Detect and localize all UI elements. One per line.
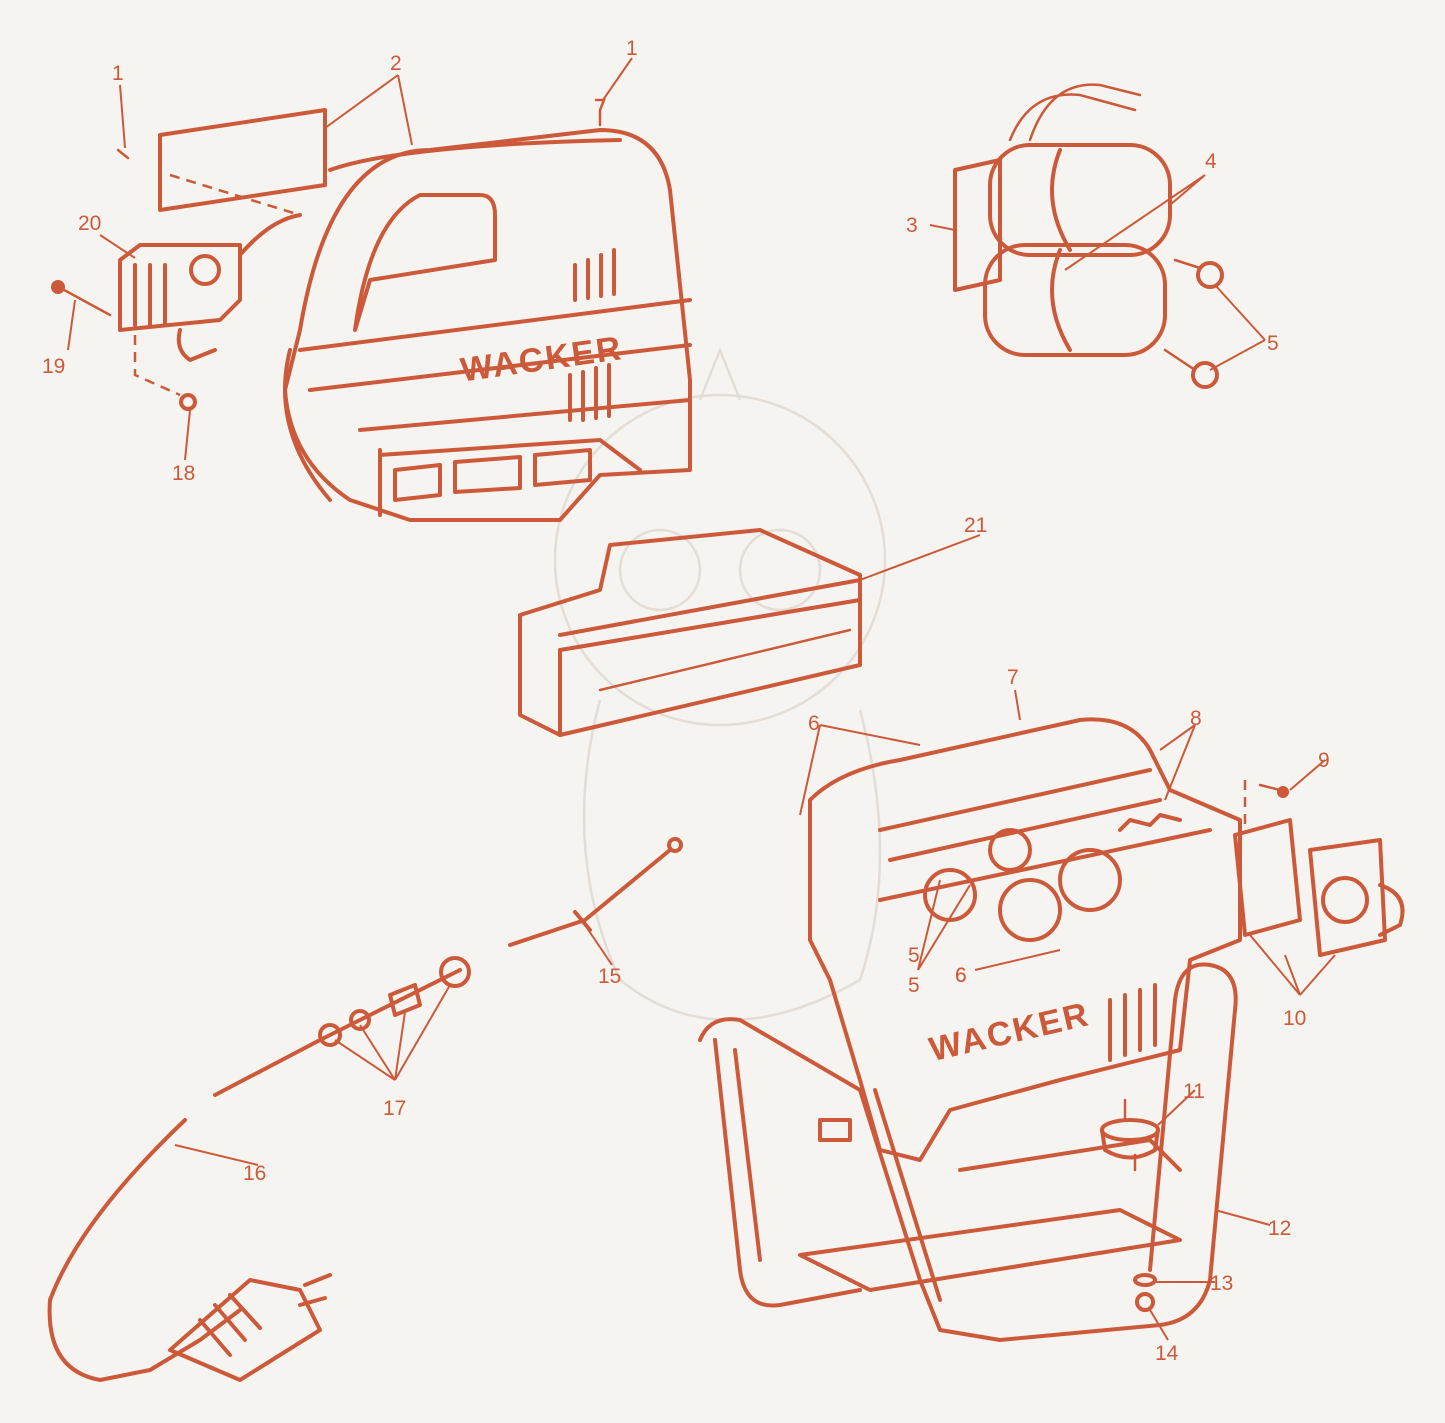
rubber-mount (1100, 1098, 1160, 1312)
tubular-frame (698, 962, 1238, 1342)
callout-9: 9 (1318, 749, 1330, 772)
callout-20: 20 (78, 212, 101, 235)
callout-5-body-upper: 5 (908, 944, 920, 967)
callout-18: 18 (172, 462, 195, 485)
callout-13: 13 (1210, 1272, 1233, 1295)
upper-housing: WACKER (283, 128, 692, 522)
capacitor-pack (953, 83, 1224, 389)
callout-6-bottom: 6 (955, 964, 967, 987)
callout-labels: 1 2 1 3 4 5 20 19 18 21 7 6 8 9 6 5 6 5 … (42, 37, 1330, 1365)
brand-mark-upper: WACKER (458, 329, 625, 389)
callout-7: 7 (1007, 666, 1019, 689)
socket-panel (1233, 780, 1405, 957)
callout-2: 2 (390, 52, 402, 75)
watermark-figure (553, 346, 887, 1022)
callout-19: 19 (42, 355, 65, 378)
callout-6-top: 6 (808, 712, 820, 735)
ground-wire (508, 837, 683, 947)
callout-21: 21 (964, 514, 987, 537)
callout-3: 3 (906, 214, 918, 237)
side-cover (518, 528, 862, 737)
callout-4: 4 (1205, 150, 1217, 173)
leader-lines (67, 57, 1336, 1341)
brand-mark-lower: WACKER (926, 995, 1093, 1069)
power-cable-plug (47, 1118, 332, 1382)
callout-1-left: 1 (112, 62, 124, 85)
callout-14: 14 (1155, 1342, 1179, 1365)
nameplate (116, 98, 606, 217)
callout-6-lower: 6 (955, 964, 967, 987)
callout-12: 12 (1268, 1217, 1291, 1240)
callout-1-right: 1 (626, 37, 638, 60)
callout-5-capacitor: 5 (1267, 332, 1279, 355)
callout-5-body-lower: 5 (908, 974, 920, 997)
callout-10: 10 (1283, 1007, 1306, 1030)
callout-8: 8 (1190, 707, 1202, 730)
callout-11: 11 (1183, 1080, 1205, 1103)
callout-17: 17 (383, 1097, 406, 1120)
callout-15: 15 (598, 965, 621, 988)
cable-gland (213, 956, 471, 1097)
switch-block (51, 213, 302, 411)
callout-16: 16 (243, 1162, 266, 1185)
